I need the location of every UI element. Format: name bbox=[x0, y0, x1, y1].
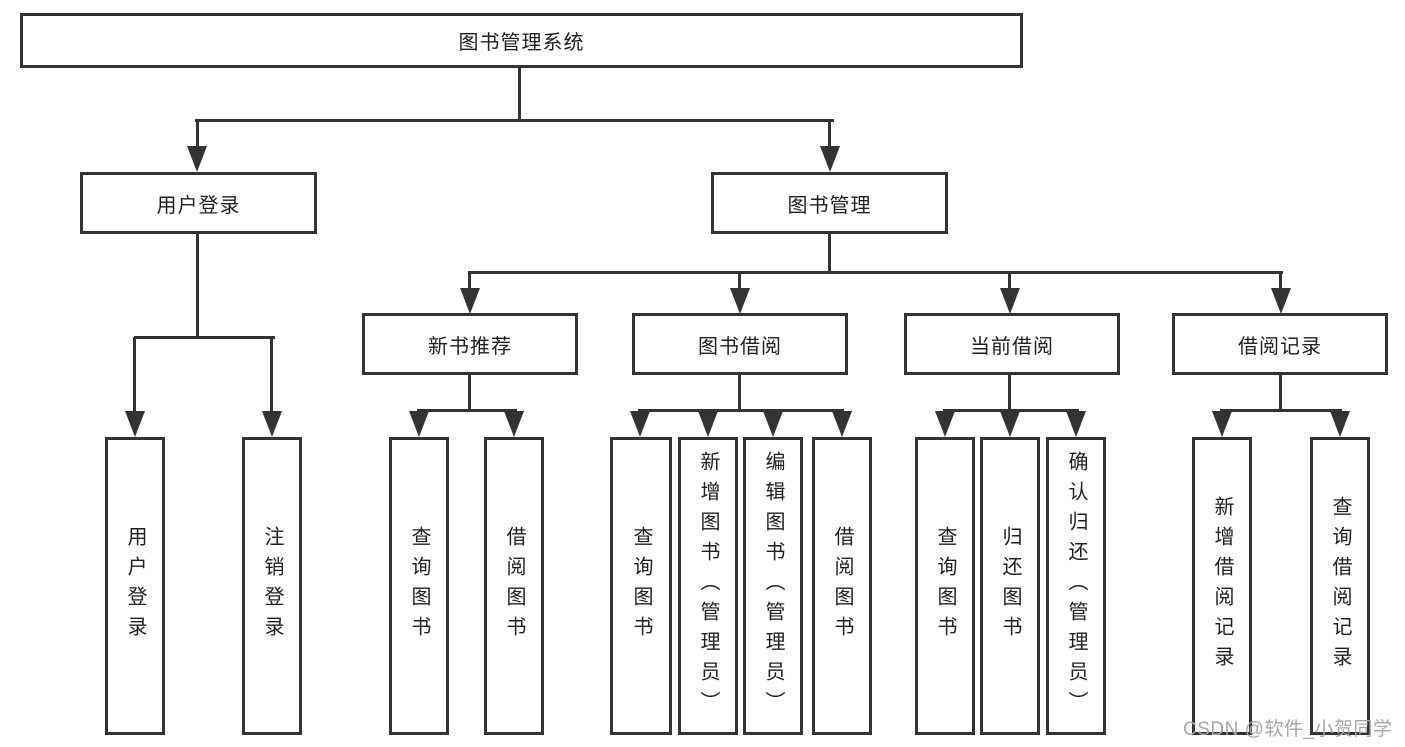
arrowhead-icon bbox=[763, 411, 783, 437]
csdn-watermark: CSDN @软件_小贺同学 bbox=[1183, 719, 1393, 740]
connector-line bbox=[738, 375, 741, 411]
connector-line bbox=[134, 336, 275, 339]
leaf-newbook-query-books: 查询图书 bbox=[389, 437, 449, 735]
arrowhead-icon bbox=[504, 411, 524, 437]
connector-line bbox=[828, 234, 831, 273]
connector-line bbox=[196, 119, 199, 148]
node-root-label: 图书管理系统 bbox=[458, 32, 585, 54]
arrowhead-icon bbox=[935, 411, 955, 437]
node-borrow-records-label: 借阅记录 bbox=[1238, 335, 1322, 358]
arrowhead-icon bbox=[1271, 288, 1291, 314]
connector-line bbox=[943, 409, 1079, 412]
leaf-logout: 注销登录 bbox=[242, 437, 302, 735]
arrowhead-icon bbox=[262, 411, 282, 437]
leaf-borrow-edit-books-admin: 编辑图书（管理员） bbox=[743, 437, 803, 735]
leaf-current-return-books-label: 归还图书 bbox=[999, 526, 1021, 646]
arrowhead-icon bbox=[125, 411, 145, 437]
connector-line bbox=[1279, 272, 1282, 291]
arrowhead-icon bbox=[409, 411, 429, 437]
arrowhead-icon bbox=[1000, 288, 1020, 314]
arrowhead-icon bbox=[1066, 411, 1086, 437]
connector-line bbox=[270, 337, 273, 413]
node-user-login: 用户登录 bbox=[80, 172, 317, 234]
node-book-management-label: 图书管理 bbox=[787, 194, 872, 217]
leaf-current-confirm-return-admin: 确认归还（管理员） bbox=[1046, 437, 1106, 735]
arrowhead-icon bbox=[1212, 411, 1232, 437]
connector-line bbox=[1220, 409, 1342, 412]
leaf-user-login-label: 用户登录 bbox=[124, 526, 146, 646]
arrowhead-icon bbox=[698, 411, 718, 437]
connector-line bbox=[468, 272, 471, 291]
node-borrow-records: 借阅记录 bbox=[1172, 313, 1388, 375]
arrowhead-icon bbox=[630, 411, 650, 437]
arrowhead-icon bbox=[1000, 411, 1020, 437]
node-current-borrow-label: 当前借阅 bbox=[970, 335, 1054, 358]
connector-line bbox=[468, 375, 471, 411]
connector-line bbox=[196, 234, 199, 338]
leaf-borrow-borrow-books-label: 借阅图书 bbox=[831, 526, 853, 646]
leaf-newbook-query-books-label: 查询图书 bbox=[408, 526, 430, 646]
connector-line bbox=[417, 409, 517, 412]
arrowhead-icon bbox=[730, 288, 750, 314]
node-root: 图书管理系统 bbox=[20, 13, 1023, 68]
arrowhead-icon bbox=[820, 146, 840, 172]
arrowhead-icon bbox=[460, 288, 480, 314]
leaf-records-add-record: 新增借阅记录 bbox=[1192, 437, 1252, 735]
node-current-borrow: 当前借阅 bbox=[904, 313, 1120, 375]
leaf-records-add-record-label: 新增借阅记录 bbox=[1211, 496, 1233, 676]
leaf-newbook-borrow-books: 借阅图书 bbox=[484, 437, 544, 735]
leaf-records-query-record-label: 查询借阅记录 bbox=[1329, 496, 1351, 676]
connector-line bbox=[195, 119, 834, 122]
node-user-login-label: 用户登录 bbox=[156, 194, 241, 217]
leaf-records-query-record: 查询借阅记录 bbox=[1310, 437, 1370, 735]
node-new-book-recommend-label: 新书推荐 bbox=[428, 335, 512, 358]
connector-line bbox=[133, 337, 136, 413]
connector-line bbox=[518, 68, 521, 121]
arrowhead-icon bbox=[1330, 411, 1350, 437]
connector-line bbox=[828, 119, 831, 148]
node-new-book-recommend: 新书推荐 bbox=[362, 313, 578, 375]
connector-line bbox=[1008, 272, 1011, 291]
leaf-borrow-borrow-books: 借阅图书 bbox=[812, 437, 872, 735]
connector-line bbox=[1279, 375, 1282, 411]
leaf-borrow-edit-books-admin-label: 编辑图书（管理员） bbox=[762, 451, 784, 721]
node-book-management: 图书管理 bbox=[711, 172, 948, 234]
connector-line bbox=[738, 272, 741, 291]
leaf-borrow-query-books: 查询图书 bbox=[610, 437, 672, 735]
leaf-current-confirm-return-admin-label: 确认归还（管理员） bbox=[1065, 451, 1087, 721]
leaf-borrow-query-books-label: 查询图书 bbox=[630, 526, 652, 646]
arrowhead-icon bbox=[187, 146, 207, 172]
leaf-logout-label: 注销登录 bbox=[261, 526, 283, 646]
arrowhead-icon bbox=[832, 411, 852, 437]
leaf-current-query-books-label: 查询图书 bbox=[934, 526, 956, 646]
leaf-user-login: 用户登录 bbox=[105, 437, 165, 735]
leaf-current-query-books: 查询图书 bbox=[915, 437, 975, 735]
leaf-newbook-borrow-books-label: 借阅图书 bbox=[503, 526, 525, 646]
connector-line bbox=[1008, 375, 1011, 411]
node-book-borrow: 图书借阅 bbox=[632, 313, 848, 375]
leaf-borrow-add-books-admin-label: 新增图书（管理员） bbox=[697, 451, 719, 721]
connector-line bbox=[468, 271, 1283, 274]
leaf-borrow-add-books-admin: 新增图书（管理员） bbox=[678, 437, 738, 735]
leaf-current-return-books: 归还图书 bbox=[980, 437, 1040, 735]
node-book-borrow-label: 图书借阅 bbox=[698, 335, 782, 358]
connector-line bbox=[638, 409, 844, 412]
